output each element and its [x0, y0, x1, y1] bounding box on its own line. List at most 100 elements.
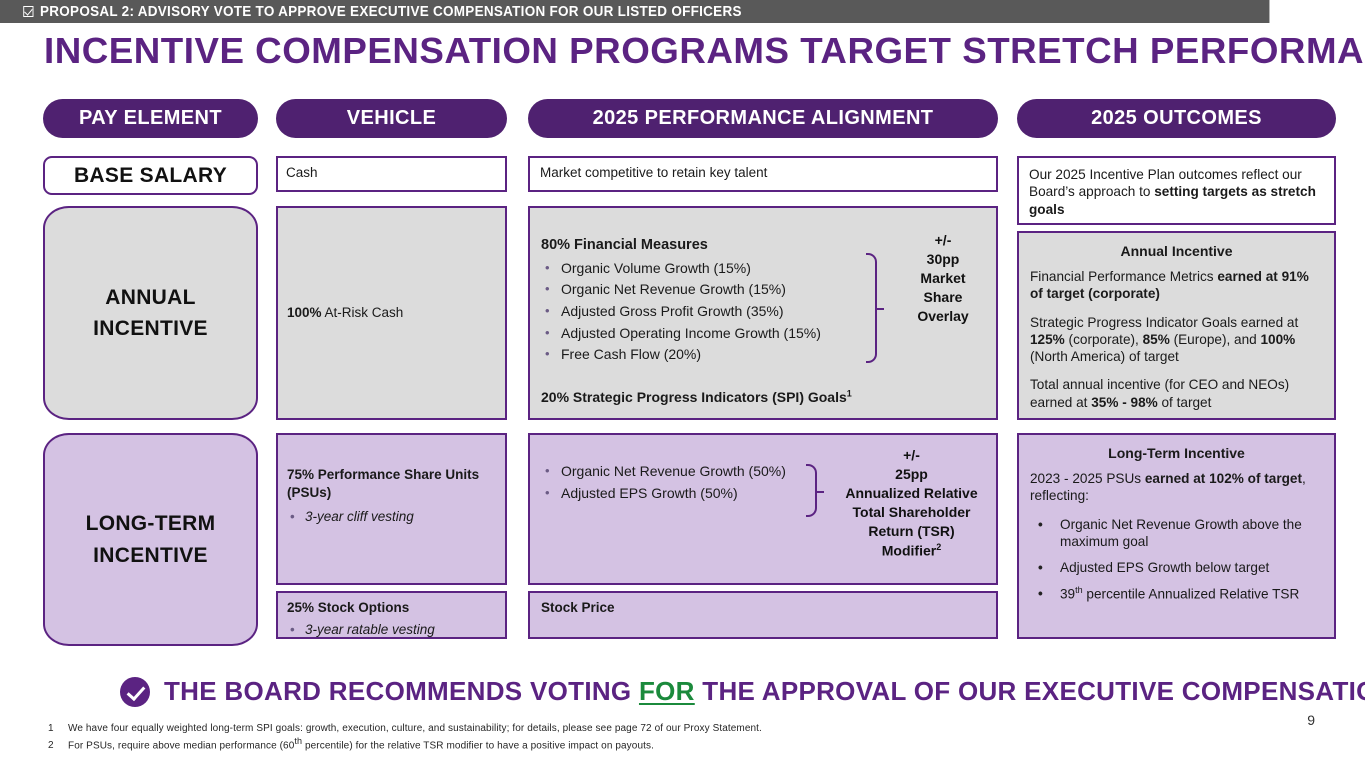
alignment-base-salary-cell: Market competitive to retain key talent [528, 156, 998, 192]
outcomes-lt-p1-bold: earned at 102% of target [1144, 471, 1303, 487]
footnote-2-text-post: percentile) for the relative TSR modifie… [302, 740, 654, 752]
list-item: Adjusted Gross Profit Growth (35%) [541, 301, 871, 322]
recommendation-for: FOR [638, 676, 695, 706]
outcomes-annual-spi: Strategic Progress Indicator Goals earne… [1030, 314, 1323, 366]
list-item: 39th percentile Annualized Relative TSR [1030, 585, 1323, 603]
alignment-stock-price-cell: Stock Price [528, 591, 998, 639]
outcomes-lt-b3-sup: th [1075, 585, 1083, 596]
column-header-vehicle: VEHICLE [276, 99, 507, 138]
vehicle-so-title: Stock Options [314, 600, 410, 615]
brace-annual-icon [866, 253, 884, 363]
footnote-2-num: 2 [48, 740, 54, 752]
outcomes-annual-total: Total annual incentive (for CEO and NEOs… [1030, 376, 1323, 411]
column-header-outcomes: 2025 OUTCOMES [1017, 99, 1336, 138]
alignment-lt-bullets: Organic Net Revenue Growth (50%) Adjuste… [541, 461, 821, 503]
pay-element-lt-line2: INCENTIVE [93, 543, 208, 567]
column-header-performance-alignment-label: 2025 PERFORMANCE ALIGNMENT [592, 107, 934, 129]
outcomes-long-term-cell: Long-Term Incentive 2023 - 2025 PSUs ear… [1017, 433, 1336, 639]
lt-tsr-modifier-label: +/- 25pp Annualized Relative Total Share… [828, 446, 995, 561]
checkbox-icon [23, 6, 34, 17]
column-header-performance-alignment: 2025 PERFORMANCE ALIGNMENT [528, 99, 998, 138]
pay-element-annual-incentive: ANNUAL INCENTIVE [43, 206, 258, 420]
recommendation-pre: THE BOARD RECOMMENDS VOTING [164, 676, 639, 706]
alignment-annual-spi-line: 20% Strategic Progress Indicators (SPI) … [541, 388, 871, 406]
vehicle-so-pct: 25% [287, 600, 315, 615]
list-item: Free Cash Flow (20%) [541, 344, 871, 365]
outcomes-annual-p2-mid1: (corporate), [1064, 331, 1143, 347]
vehicle-annual-text: At-Risk Cash [321, 305, 404, 320]
vehicle-so-bullet: 3-year ratable vesting [287, 620, 499, 641]
pay-element-base-salary-label: BASE SALARY [73, 163, 228, 187]
alignment-annual-spi-text: 20% Strategic Progress Indicators (SPI) … [541, 388, 847, 405]
page-title: INCENTIVE COMPENSATION PROGRAMS TARGET S… [44, 30, 1365, 71]
lt-overlay-line1: +/- [903, 447, 920, 463]
vehicle-psu-pct: 75% [287, 467, 315, 482]
footnote-marker-1: 1 [846, 388, 852, 399]
vehicle-base-salary-text: Cash [286, 165, 318, 180]
vehicle-annual-pct: 100% [287, 305, 322, 320]
outcomes-annual-p1-bold: earned at 91% of target (corporate) [1030, 269, 1309, 302]
vehicle-annual-incentive-cell: 100% At-Risk Cash [276, 206, 507, 420]
outcomes-lt-p1-pre: 2023 - 2025 PSUs [1030, 471, 1145, 487]
outcomes-annual-p3-end: of target [1157, 394, 1212, 410]
recommendation-post: THE APPROVAL OF OUR EXECUTIVE COMPENSATI… [694, 676, 1365, 706]
column-header-vehicle-label: VEHICLE [346, 107, 437, 129]
outcomes-lt-b3-num: 39 [1060, 586, 1076, 602]
footnote-2-sup: th [294, 736, 303, 746]
lt-overlay-line6: Modifier [881, 542, 937, 559]
pay-element-lt-line1: LONG-TERM [85, 512, 216, 535]
outcomes-lt-b3-rest: percentile Annualized Relative TSR [1082, 586, 1300, 602]
outcomes-annual-p3-bold: 35% - 98% [1091, 394, 1158, 410]
footnote-1-num: 1 [48, 723, 54, 734]
list-item: Organic Net Revenue Growth (15%) [541, 279, 871, 300]
vehicle-stock-options-cell: 25% Stock Options 3-year ratable vesting [276, 591, 507, 641]
list-item: Organic Net Revenue Growth above the max… [1030, 516, 1323, 551]
outcomes-annual-p2-b3: 100% [1260, 331, 1296, 347]
outcomes-annual-incentive-cell: Annual Incentive Financial Performance M… [1017, 231, 1336, 420]
footnote-2-text-pre: For PSUs, require above median performan… [68, 740, 295, 752]
list-item: Adjusted EPS Growth (50%) [541, 483, 821, 504]
outcomes-annual-p2-mid2: (Europe), and [1169, 331, 1261, 347]
lt-overlay-line2: 25pp [895, 466, 928, 483]
list-item: Adjusted Operating Income Growth (15%) [541, 323, 871, 344]
outcomes-annual-p2-b1: 125% [1030, 331, 1065, 347]
outcomes-annual-p2-end: (North America) of target [1030, 349, 1179, 365]
vehicle-psu-cell: 75% Performance Share Units (PSUs) 3-yea… [276, 433, 507, 585]
pay-element-annual-line1: ANNUAL [105, 285, 196, 309]
board-recommendation-text: THE BOARD RECOMMENDS VOTING FOR THE APPR… [164, 676, 1365, 707]
outcomes-annual-heading: Annual Incentive [1120, 243, 1233, 259]
outcomes-lt-heading: Long-Term Incentive [1108, 445, 1245, 461]
column-header-outcomes-label: 2025 OUTCOMES [1091, 107, 1262, 129]
alignment-stock-price-text: Stock Price [541, 600, 615, 615]
page-number: 9 [1307, 712, 1315, 728]
column-header-pay-element: PAY ELEMENT [43, 99, 258, 138]
vehicle-psu-bullet: 3-year cliff vesting [287, 507, 499, 528]
list-item: Adjusted EPS Growth below target [1030, 559, 1323, 577]
footnote-1-text: We have four equally weighted long-term … [68, 723, 762, 734]
list-item: Organic Volume Growth (15%) [541, 258, 871, 279]
outcomes-lt-p1-end: , reflecting: [1030, 471, 1306, 504]
column-header-pay-element-label: PAY ELEMENT [79, 107, 222, 129]
outcomes-annual-p3-pre: Total annual incentive (for CEO and NEOs… [1030, 377, 1290, 410]
pay-element-annual-line2: INCENTIVE [93, 317, 208, 340]
lt-overlay-line5: Return (TSR) [868, 523, 955, 540]
vehicle-base-salary-cell: Cash [276, 156, 507, 192]
alignment-long-term-cell: Organic Net Revenue Growth (50%) Adjuste… [528, 433, 998, 585]
alignment-annual-bullets: Organic Volume Growth (15%) Organic Net … [541, 258, 871, 365]
footnote-2: 2 For PSUs, require above median performa… [48, 736, 654, 751]
outcomes-intro-bold: setting targets as stretch goals [1029, 184, 1316, 217]
footnote-1: 1 We have four equally weighted long-term… [48, 723, 762, 734]
outcomes-lt-psu-summary: 2023 - 2025 PSUs earned at 102% of targe… [1030, 470, 1323, 505]
alignment-base-salary-text: Market competitive to retain key talent [540, 165, 768, 180]
vehicle-psu-title: Performance Share Units (PSUs) [287, 467, 480, 500]
alignment-annual-incentive-cell: 80% Financial Measures Organic Volume Gr… [528, 206, 998, 420]
proposal-eyebrow-label: PROPOSAL 2: ADVISORY VOTE TO APPROVE EXE… [39, 3, 742, 20]
outcomes-intro-pre: Our 2025 Incentive Plan outcomes reflect… [1029, 167, 1302, 200]
lt-overlay-line3: Annualized Relative [845, 485, 978, 502]
board-recommendation-banner: THE BOARD RECOMMENDS VOTING FOR THE APPR… [120, 676, 1365, 707]
lt-overlay-line4: Total Shareholder [852, 504, 971, 521]
outcomes-annual-p2-pre: Strategic Progress Indicator Goals earne… [1030, 314, 1299, 330]
outcomes-annual-financial-metrics: Financial Performance Metrics earned at … [1030, 268, 1323, 303]
